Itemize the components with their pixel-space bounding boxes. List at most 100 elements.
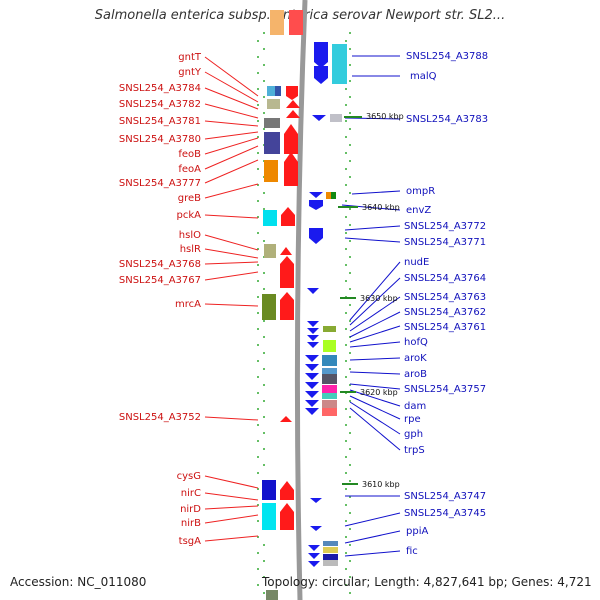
gene-label: SNSL254_A3747 bbox=[404, 491, 486, 502]
gene-block bbox=[264, 244, 276, 258]
gene-label: nudE bbox=[404, 257, 429, 268]
gene-arrow bbox=[309, 200, 323, 210]
gene-label: fic bbox=[406, 546, 418, 557]
gene-block bbox=[323, 340, 336, 352]
gene-label: trpS bbox=[404, 445, 425, 456]
gene-arrow bbox=[280, 247, 292, 255]
gene-arrow bbox=[308, 545, 320, 551]
gene-label: envZ bbox=[406, 205, 431, 216]
gene-label: SNSL254_A3757 bbox=[404, 384, 486, 395]
gene-block bbox=[262, 503, 276, 530]
gene-label: SNSL254_A3772 bbox=[404, 221, 486, 232]
gene-label: SNSL254_A3777 bbox=[119, 178, 201, 189]
gene-block bbox=[264, 160, 278, 182]
gene-block bbox=[322, 374, 337, 384]
gene-arrow bbox=[308, 553, 320, 559]
gene-arrow bbox=[310, 498, 322, 503]
gene-arrow bbox=[284, 124, 298, 134]
gene-block bbox=[275, 86, 281, 96]
left-connectors bbox=[204, 56, 259, 542]
gene-block bbox=[330, 114, 342, 122]
gene-block bbox=[267, 86, 275, 96]
gene-arrow bbox=[280, 292, 294, 300]
gene-label: SNSL254_A3752 bbox=[119, 412, 201, 423]
gene-label: nirB bbox=[181, 518, 201, 529]
gene-block bbox=[332, 44, 347, 84]
gene-arrow bbox=[284, 152, 298, 162]
gene-label: SNSL254_A3783 bbox=[406, 114, 488, 125]
gene-label: SNSL254_A3782 bbox=[119, 99, 201, 110]
right-gene-labels[interactable]: SNSL254_A3788 malQ SNSL254_A3783 ompR en… bbox=[404, 51, 488, 557]
left-gene-labels[interactable]: gntT gntY SNSL254_A3784 SNSL254_A3782 SN… bbox=[119, 52, 202, 547]
gene-label: SNSL254_A3781 bbox=[119, 116, 201, 127]
gene-block bbox=[323, 541, 338, 546]
gene-arrow bbox=[308, 561, 320, 567]
gene-label: gntT bbox=[178, 52, 202, 63]
gene-arrow bbox=[305, 391, 319, 398]
gene-arrow bbox=[307, 335, 319, 341]
gene-label: gntY bbox=[178, 67, 202, 78]
gene-block bbox=[270, 10, 284, 35]
kbp-label: 3650 kbp bbox=[366, 112, 404, 121]
gene-label: SNSL254_A3762 bbox=[404, 307, 486, 318]
gene-label: dam bbox=[404, 401, 426, 412]
reverse-features[interactable] bbox=[305, 42, 347, 567]
gene-arrow bbox=[305, 373, 319, 380]
kbp-label: 3630 kbp bbox=[360, 294, 398, 303]
gene-block bbox=[262, 480, 276, 500]
gene-arrow bbox=[284, 134, 298, 154]
gene-label: tsgA bbox=[179, 536, 201, 547]
gene-arrow bbox=[307, 321, 319, 327]
gene-label: SNSL254_A3745 bbox=[404, 508, 486, 519]
kbp-markers: 3650 kbp 3640 kbp 3630 kbp 3620 kbp 3610… bbox=[338, 112, 404, 489]
gene-arrow bbox=[286, 110, 300, 118]
gene-label: SNSL254_A3784 bbox=[119, 83, 201, 94]
gene-label: aroK bbox=[404, 353, 427, 364]
kbp-label: 3640 kbp bbox=[362, 203, 400, 212]
gene-label: SNSL254_A3771 bbox=[404, 237, 486, 248]
gene-arrow bbox=[309, 228, 323, 244]
gene-block bbox=[322, 400, 337, 408]
gene-label: SNSL254_A3767 bbox=[119, 275, 201, 286]
gene-label: nirC bbox=[181, 488, 201, 499]
gene-arrow bbox=[280, 512, 294, 530]
gene-label: cysG bbox=[177, 471, 201, 482]
gene-label: mrcA bbox=[175, 299, 201, 310]
gene-label: nirD bbox=[180, 504, 201, 515]
gene-arrow bbox=[312, 115, 326, 121]
gene-arrow bbox=[281, 207, 295, 215]
gene-block bbox=[323, 554, 338, 560]
gene-block bbox=[264, 132, 280, 154]
gene-arrow bbox=[284, 162, 298, 186]
gene-arrow bbox=[307, 342, 319, 348]
gene-arrow bbox=[281, 215, 295, 226]
gene-arrow bbox=[280, 256, 294, 264]
gene-arrow bbox=[307, 328, 319, 334]
gene-arrow bbox=[286, 100, 300, 108]
gene-label: gph bbox=[404, 429, 423, 440]
gene-block bbox=[322, 368, 337, 374]
gene-label: pckA bbox=[177, 210, 202, 221]
gene-label: malQ bbox=[410, 71, 437, 82]
gene-block bbox=[326, 192, 331, 199]
gene-label: rpe bbox=[404, 414, 421, 425]
kbp-label: 3620 kbp bbox=[360, 388, 398, 397]
genome-backbone bbox=[294, 0, 308, 600]
forward-features[interactable] bbox=[262, 10, 303, 600]
gene-arrow bbox=[280, 503, 294, 512]
gene-arrow bbox=[305, 400, 319, 407]
gene-block bbox=[322, 385, 337, 393]
gene-arrow bbox=[280, 416, 292, 422]
gene-arrow bbox=[305, 382, 319, 389]
gene-label: ppiA bbox=[406, 526, 428, 537]
gene-label: SNSL254_A3768 bbox=[119, 259, 201, 270]
gene-label: ompR bbox=[406, 186, 435, 197]
gene-arrow bbox=[310, 526, 322, 531]
gene-arrow bbox=[280, 481, 294, 490]
gene-arrow bbox=[286, 86, 298, 100]
kbp-label: 3610 kbp bbox=[362, 480, 400, 489]
gene-arrow bbox=[280, 490, 294, 500]
gene-arrow bbox=[305, 364, 319, 371]
gene-block bbox=[322, 355, 337, 366]
